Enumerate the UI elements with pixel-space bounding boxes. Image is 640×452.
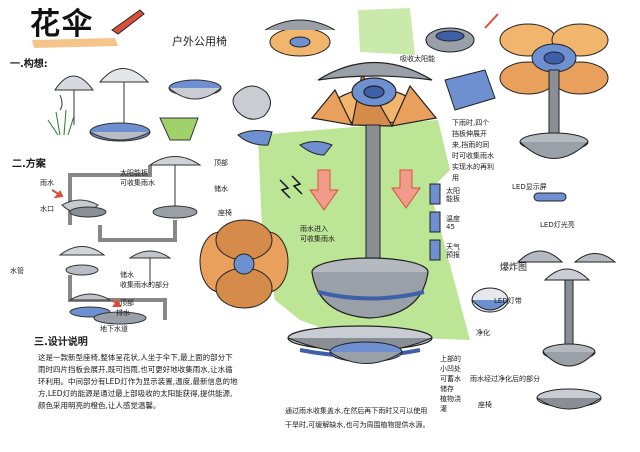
panel-top-1: 太阳 <box>446 187 460 195</box>
concept-plant <box>47 109 75 136</box>
scheme-note-9: 收集雨水的部分 <box>120 281 169 289</box>
scheme-note-13: 排水 <box>116 309 130 317</box>
panel-mid-1: 温度 <box>446 215 460 223</box>
scheme-note-6: 水口 <box>40 205 54 213</box>
lightning-marks <box>279 175 303 199</box>
bottom-note-2: 干旱时,可缓解缺水,也可为周围植物提供水源。 <box>285 421 430 429</box>
top-view-cushion <box>232 85 271 120</box>
page-subtitle: 户外公用椅 <box>172 35 227 48</box>
section-concept: 一.构想: <box>10 59 48 70</box>
scheme-umbrella-top <box>148 156 202 219</box>
solar-panel <box>444 69 496 111</box>
scheme-note-7: 座椅 <box>218 209 232 217</box>
scheme-note-8: 储水 <box>120 271 134 279</box>
up-note-6: 灌 <box>440 405 447 413</box>
main-red-arrows <box>309 169 421 211</box>
panel-low-1: 天气 <box>446 243 460 251</box>
orange-flower-top <box>264 19 336 57</box>
closed-bud <box>425 27 475 53</box>
exploded-view <box>516 250 617 410</box>
section-scheme: 二.方案 <box>12 159 46 170</box>
led-light-label: LED灯光亮 <box>540 221 575 229</box>
rain-note-5: 实现水的再利 <box>452 163 494 171</box>
led-strip-right <box>533 192 567 202</box>
rain-note-1: 下雨时,四个 <box>452 119 490 127</box>
scheme-note-5: 储水 <box>214 185 228 193</box>
pen-icon <box>111 9 145 35</box>
corner-arrow <box>484 13 499 29</box>
main-umbrella-dome <box>317 61 433 81</box>
panel-mid-2: 45 <box>446 223 455 231</box>
concept-bowl <box>168 79 222 100</box>
rain-note-6: 用 <box>452 174 459 182</box>
orange-flower-big <box>199 219 289 309</box>
up-note-5: 植物浇 <box>440 395 461 403</box>
scheme-note-4: 雨水 <box>40 179 54 187</box>
rain-flow-label: 雨水经过净化后的部分 <box>470 375 540 383</box>
scheme-red-arrows <box>51 189 122 307</box>
led-display-pill <box>237 130 333 156</box>
rain-note-4: 时可收集雨水 <box>452 152 494 160</box>
water-tray <box>329 341 403 364</box>
right-pole <box>548 69 560 141</box>
scheme-pipes <box>68 165 177 320</box>
scheme-note-3: 顶部 <box>214 159 228 167</box>
exploded-label: 爆炸图 <box>500 263 528 273</box>
up-note-3: 可蓄水 <box>440 375 461 383</box>
concept-planter <box>159 117 199 141</box>
right-bowl <box>519 132 589 159</box>
purify-label: 净化 <box>476 329 490 337</box>
design-description: 这是一款新型座椅,整体呈花状,人坐于伞下,最上面的部分下雨时四片挡板会展开,既可… <box>38 353 238 410</box>
panel-low-2: 预报 <box>446 251 460 259</box>
scheme-note-1: 太阳能板 <box>120 169 148 177</box>
up-note-2: 小凹处 <box>440 365 461 373</box>
scheme-umbrella-bottom <box>68 293 147 325</box>
rain-note-2: 挡板伸展开 <box>452 130 487 138</box>
main-seat-bowl <box>311 257 429 319</box>
scheme-note-12: 水管 <box>10 267 24 275</box>
info-panels <box>429 183 441 261</box>
up-note-1: 上部的 <box>440 355 461 363</box>
led-top-label: LED显示屏 <box>512 183 547 191</box>
section-design: 三.设计说明 <box>34 337 88 348</box>
main-umbrella-pole <box>365 124 381 266</box>
right-seat-view <box>471 287 509 313</box>
collect-water-1: 雨水进入 <box>300 225 328 233</box>
concept-umbrella-1 <box>54 75 94 125</box>
seat-label: 座椅 <box>478 401 492 409</box>
green-background-top <box>358 8 415 55</box>
concept-seat-ring <box>89 122 151 142</box>
page-title: 花伞 <box>30 7 94 42</box>
bottom-note-1: 通过雨水收集盖水,在然后再下雨时又可以使用 <box>285 407 428 415</box>
concept-umbrella-2 <box>98 68 150 130</box>
up-note-4: 储存 <box>440 385 454 393</box>
annotation-top-label: 吸收太阳能 <box>400 55 435 63</box>
scheme-note-11: 地下水道 <box>100 325 128 333</box>
scheme-umbrella-mid <box>58 246 172 285</box>
collect-water-2: 可收集雨水 <box>300 235 335 243</box>
scheme-note-10: 顶部 <box>120 299 134 307</box>
title-highlight <box>32 38 118 48</box>
main-umbrella-canopy <box>310 72 438 127</box>
panel-top-2: 能板 <box>446 195 460 203</box>
led-ring-label: LED灯带 <box>494 297 522 305</box>
scheme-seat-1 <box>69 206 107 218</box>
scheme-note-2: 可收集雨水 <box>120 179 155 187</box>
rain-note-3: 来,挡雨的同 <box>452 141 490 149</box>
